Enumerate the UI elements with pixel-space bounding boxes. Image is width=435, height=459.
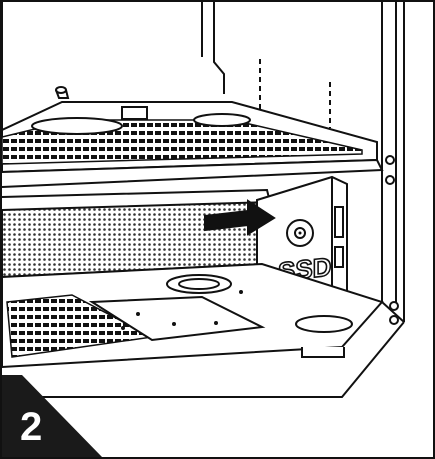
upper-mesh-shelf [2, 101, 384, 188]
side-panel-screws [385, 155, 399, 325]
guide-lines [259, 59, 331, 128]
step-number: 2 [20, 405, 43, 449]
standoff-screw [55, 86, 70, 99]
case-floor [2, 262, 384, 369]
vent-panel [2, 188, 272, 279]
step-badge [2, 375, 102, 457]
insert-arrow-icon [204, 199, 276, 236]
case-side-panel [2, 2, 405, 398]
rear-bracket [2, 2, 225, 132]
